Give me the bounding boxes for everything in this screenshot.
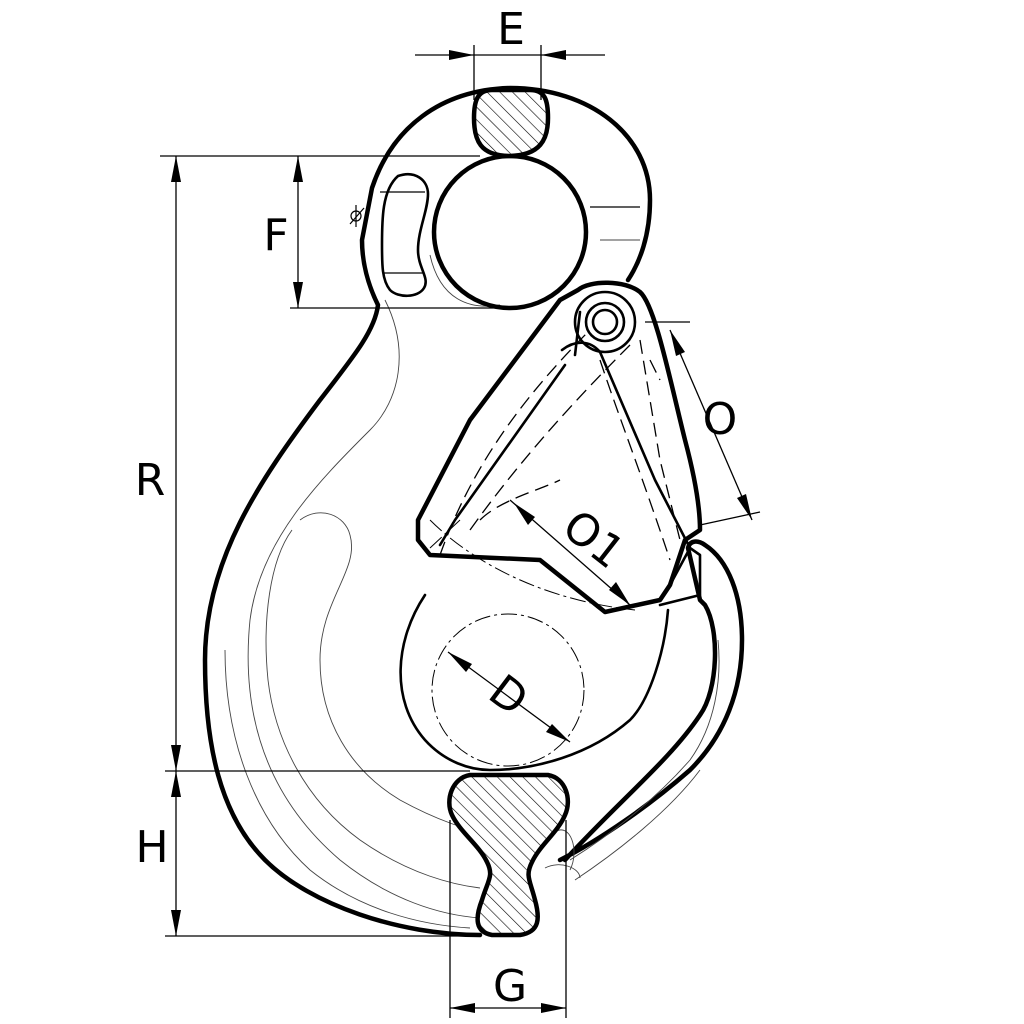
dimension-D: D [447,651,571,743]
center-lines [429,519,636,767]
dimension-O: O [645,321,761,526]
hook-eye [431,87,640,311]
dimension-label-O1: O1 [553,500,634,579]
dimension-label-H: H [135,822,168,873]
dimension-G: G [449,820,567,1018]
hook-inner-contour [399,593,670,772]
link-section-bottom [447,772,571,938]
dimension-O1: O1 [509,499,634,606]
latch-pivot-mid [584,301,626,343]
load-circle-D [431,613,585,767]
link-section-bottom-shape [447,772,571,938]
dimension-E: E [415,4,605,100]
hook-outer-contour [202,85,745,938]
lubrication-symbol-icon [349,205,365,227]
dimension-label-D: D [479,665,537,726]
hook-body [202,85,745,938]
link-section-top [471,87,551,159]
dimension-label-R: R [135,455,166,506]
dimension-H: H [135,771,480,937]
latch-pivot-outer [573,290,637,354]
dimension-label-O: O [703,394,738,445]
eye-slot [380,173,430,298]
safety-latch [415,280,703,615]
dimensions: E F R H [135,4,761,1018]
dimension-label-G: G [493,961,527,1012]
dimension-label-F: F [263,210,288,261]
latch-pivot-inner [591,308,619,336]
eye-bore [431,153,589,311]
dimension-F: F [263,155,500,309]
dimension-R: R [135,155,470,772]
latch-outer [415,280,703,615]
dimension-label-E: E [497,4,525,55]
